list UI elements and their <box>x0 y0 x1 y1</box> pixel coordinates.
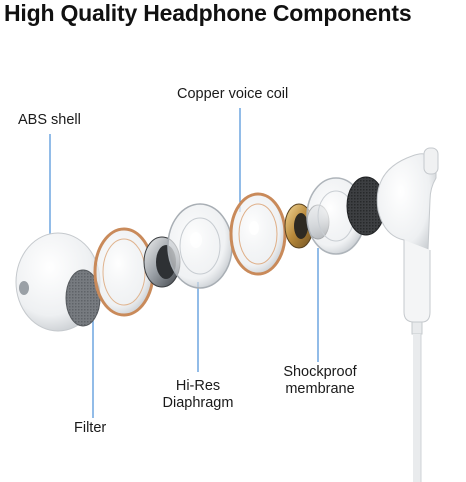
magnet-assembly <box>143 236 181 288</box>
earbud-body <box>376 147 439 482</box>
label-hi-res-line1: Hi-Res <box>175 378 221 394</box>
copper-voice-coil <box>229 192 287 276</box>
page-title: High Quality Headphone Components <box>4 0 412 26</box>
label-shockproof-line1: Shockproof <box>283 364 357 380</box>
abs-shell <box>15 232 101 332</box>
label-shockproof-membrane: Shockproof membrane <box>270 364 370 398</box>
label-abs-shell: ABS shell <box>18 112 81 128</box>
leader-lines <box>49 108 319 418</box>
label-hi-res-diaphragm: Hi-Res Diaphragm <box>150 378 246 412</box>
label-copper-voice-coil: Copper voice coil <box>177 86 289 102</box>
label-hi-res-line2: Diaphragm <box>162 395 234 411</box>
hi-res-diaphragm <box>167 203 233 289</box>
label-filter: Filter <box>74 420 107 436</box>
label-shockproof-line2: membrane <box>285 381 355 397</box>
copper-ring-disc <box>93 227 155 317</box>
